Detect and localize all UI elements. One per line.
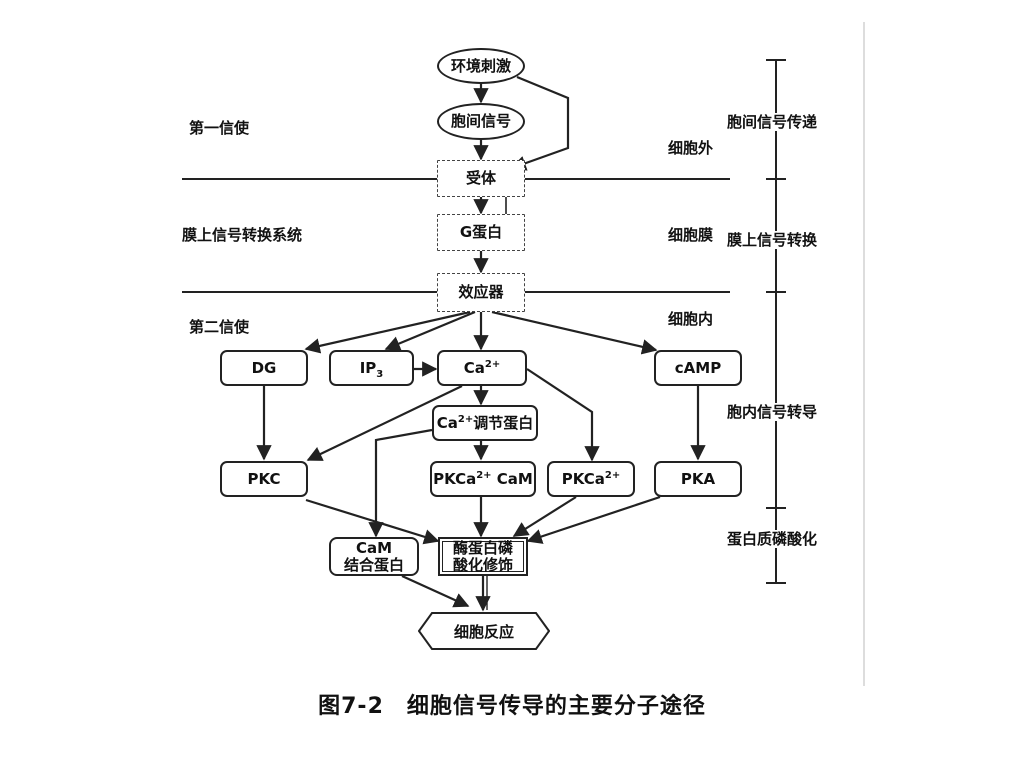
stage-protein-phosphorylation: 蛋白质磷酸化 [727, 530, 818, 548]
node-calcium-regulatory-protein: Ca2+调节蛋白 [432, 405, 538, 441]
arrow-effector-to-camp [491, 310, 658, 355]
stage-intracellular-transduction: 胞内信号转导 [727, 403, 818, 421]
node-dg: DG [220, 350, 308, 386]
calcium-base: Ca [463, 358, 485, 377]
label-first-messenger: 第一信使 [189, 119, 250, 137]
ip3-subscript: 3 [376, 368, 384, 380]
arrow-pka-to-phos [526, 495, 661, 544]
figure-caption: 图7-2 细胞信号传导的主要分子途径 [318, 694, 706, 719]
stage-intercellular-transmission: 胞间信号传递 [727, 113, 818, 131]
node-g-protein: G蛋白 [437, 214, 525, 251]
pkca-cam-text: CaM [491, 469, 533, 488]
node-pkc: PKC [220, 461, 308, 497]
node-cam-binding-protein: CaM 结合蛋白 [329, 537, 419, 576]
arrow-pkca-to-phos [512, 496, 577, 537]
phos-line-1: 酶蛋白磷 [452, 538, 513, 557]
ip3-base: IP [359, 358, 377, 377]
label-extracellular: 细胞外 [668, 139, 714, 157]
node-pkca-cam: PKCa2+ CaM [430, 461, 536, 497]
ca-reg-superscript: 2+ [457, 413, 474, 425]
node-camp: cAMP [654, 350, 742, 386]
label-cell-membrane: 细胞膜 [668, 226, 714, 244]
label-second-messenger: 第二信使 [189, 318, 250, 336]
node-ip3: IP3 [329, 350, 414, 386]
node-effector: 效应器 [437, 273, 525, 312]
node-pka: PKA [654, 461, 742, 497]
node-calcium: Ca2+ [437, 350, 527, 386]
cam-line-1: CaM [355, 538, 393, 557]
cam-line-2: 结合蛋白 [343, 555, 404, 574]
node-intercellular-signal: 胞间信号 [437, 103, 525, 140]
calcium-superscript: 2+ [484, 358, 501, 370]
label-membrane-signal-system: 膜上信号转换系统 [182, 226, 303, 244]
arrow-careg-to-cambinding [368, 428, 433, 538]
arrow-env-to-receptor [510, 75, 570, 171]
node-environmental-stimulus: 环境刺激 [437, 48, 525, 84]
stage-membrane-transduction: 膜上信号转换 [727, 231, 818, 249]
node-enzyme-phosphorylation: 酶蛋白磷 酸化修饰 [438, 537, 528, 576]
label-intracellular: 细胞内 [668, 310, 714, 328]
arrow-effector-to-ip3 [384, 310, 476, 351]
pkca-cam-base: PKCa [433, 469, 477, 488]
phos-line-2: 酸化修饰 [452, 555, 513, 574]
node-receptor: 受体 [437, 160, 525, 197]
node-pkca: PKCa2+ [547, 461, 635, 497]
ca-reg-base: Ca [436, 413, 458, 432]
arrow-ca-to-pkc [306, 385, 463, 461]
arrow-effector-to-dg [304, 310, 471, 354]
hexagon-shape [418, 612, 550, 650]
arrow-cambinding-to-response [401, 574, 470, 608]
arrow-pkc-to-phos [305, 498, 440, 545]
pkca-base: PKCa [561, 469, 605, 488]
pkca-cam-superscript: 2+ [476, 469, 492, 481]
node-cell-response: 细胞反应 [418, 612, 550, 650]
ca-reg-text: 调节蛋白 [473, 413, 534, 432]
pkca-superscript: 2+ [604, 469, 621, 481]
arrow-ca-to-pkca [526, 368, 600, 462]
